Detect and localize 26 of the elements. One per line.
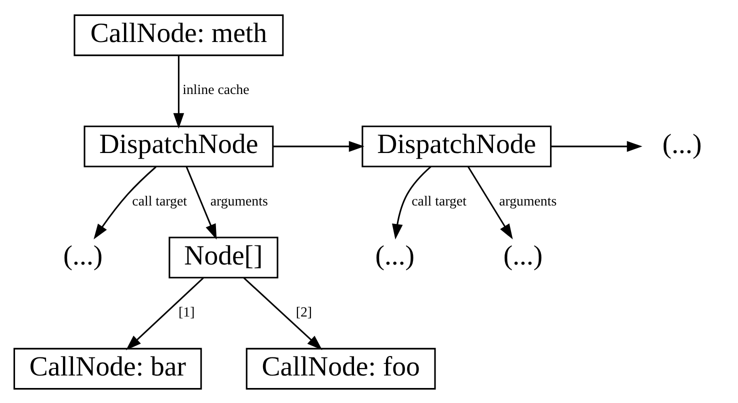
arrow <box>273 140 364 152</box>
node-text: (...) <box>63 240 103 271</box>
edge-label: [1] <box>178 305 195 320</box>
arrow <box>468 166 513 239</box>
node-text: (...) <box>662 128 702 160</box>
node-box: CallNode: bar <box>14 347 202 390</box>
node-box: DispatchNode <box>84 125 274 167</box>
edge-label: [2] <box>296 305 312 320</box>
arrow <box>186 166 217 240</box>
node-box: DispatchNode <box>362 125 552 167</box>
edge-label: inline cache <box>182 82 250 98</box>
arrow <box>126 276 204 350</box>
arrow <box>173 55 184 128</box>
node-box: CallNode: foo <box>246 347 436 390</box>
arrow <box>550 140 642 152</box>
edge-label: call target <box>412 194 466 209</box>
arrow <box>392 166 432 239</box>
arrow <box>94 166 156 239</box>
node-text: (...) <box>503 240 543 271</box>
arrow <box>243 276 322 350</box>
node-box: Node[] <box>168 236 278 278</box>
edge-label: arguments <box>499 194 557 209</box>
node-text: (...) <box>375 240 415 271</box>
edge-label: call target <box>132 194 188 209</box>
node-box: CallNode: meth <box>74 14 284 56</box>
edge-label: arguments <box>210 194 268 209</box>
